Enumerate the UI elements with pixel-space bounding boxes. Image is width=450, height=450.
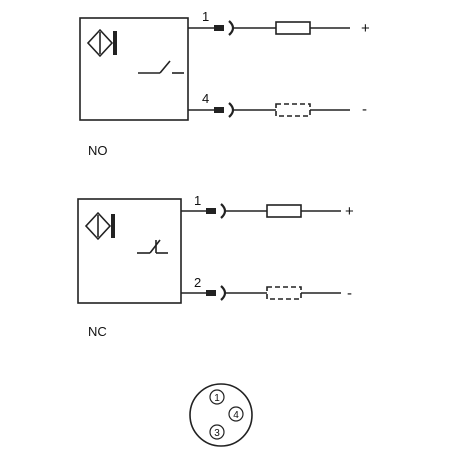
no-wire-4: 4 - <box>188 91 367 118</box>
nc-wire-2: 2 - <box>181 275 352 302</box>
connector-pin-4: 4 <box>228 406 244 422</box>
svg-text:3: 3 <box>214 428 220 439</box>
no-pin-1-contact <box>214 25 224 31</box>
no-pin-4-number: 4 <box>202 91 209 106</box>
nc-wire-1: 1 + <box>181 193 354 220</box>
nc-pin-2-plug <box>220 285 227 301</box>
no-resistor-solid <box>275 21 311 35</box>
svg-text:1: 1 <box>214 393 220 404</box>
nc-pin-1-contact <box>206 208 216 214</box>
no-switch-icon <box>138 60 184 74</box>
inductive-sensor-icon <box>84 211 115 241</box>
nc-resistor-dashed <box>266 286 302 300</box>
no-pin-1-number: 1 <box>202 9 209 24</box>
no-wire-1: 1 + <box>188 9 370 37</box>
no-pin-1-plug <box>228 20 235 36</box>
inductive-sensor-icon <box>86 28 117 58</box>
connector-pin-1: 1 <box>209 389 225 405</box>
no-title: NO <box>88 143 108 158</box>
svg-text:4: 4 <box>233 410 239 421</box>
nc-pin-2-number: 2 <box>194 275 201 290</box>
nc-pin-1-polarity: + <box>345 203 354 220</box>
no-pin-1-polarity: + <box>361 20 370 37</box>
no-diagram: 1 + 4 - NO <box>79 9 370 158</box>
no-pin-4-contact <box>214 107 224 113</box>
nc-pin-1-plug <box>220 203 227 219</box>
nc-sensor-body <box>77 198 182 304</box>
no-resistor-dashed <box>275 103 311 117</box>
m12-connector-face-icon: 1 4 3 <box>189 383 253 447</box>
nc-pin-2-polarity: - <box>347 285 352 302</box>
no-sensor-body <box>79 17 189 121</box>
nc-pin-1-number: 1 <box>194 193 201 208</box>
no-pin-4-plug <box>228 102 235 118</box>
connector-outline <box>189 383 253 447</box>
nc-switch-icon <box>137 239 168 254</box>
nc-resistor-solid <box>266 204 302 218</box>
connector-pin-3: 3 <box>209 424 225 440</box>
nc-pin-2-contact <box>206 290 216 296</box>
nc-diagram: 1 + 2 - NC <box>77 193 354 339</box>
nc-title: NC <box>88 324 107 339</box>
no-pin-4-polarity: - <box>362 101 367 118</box>
